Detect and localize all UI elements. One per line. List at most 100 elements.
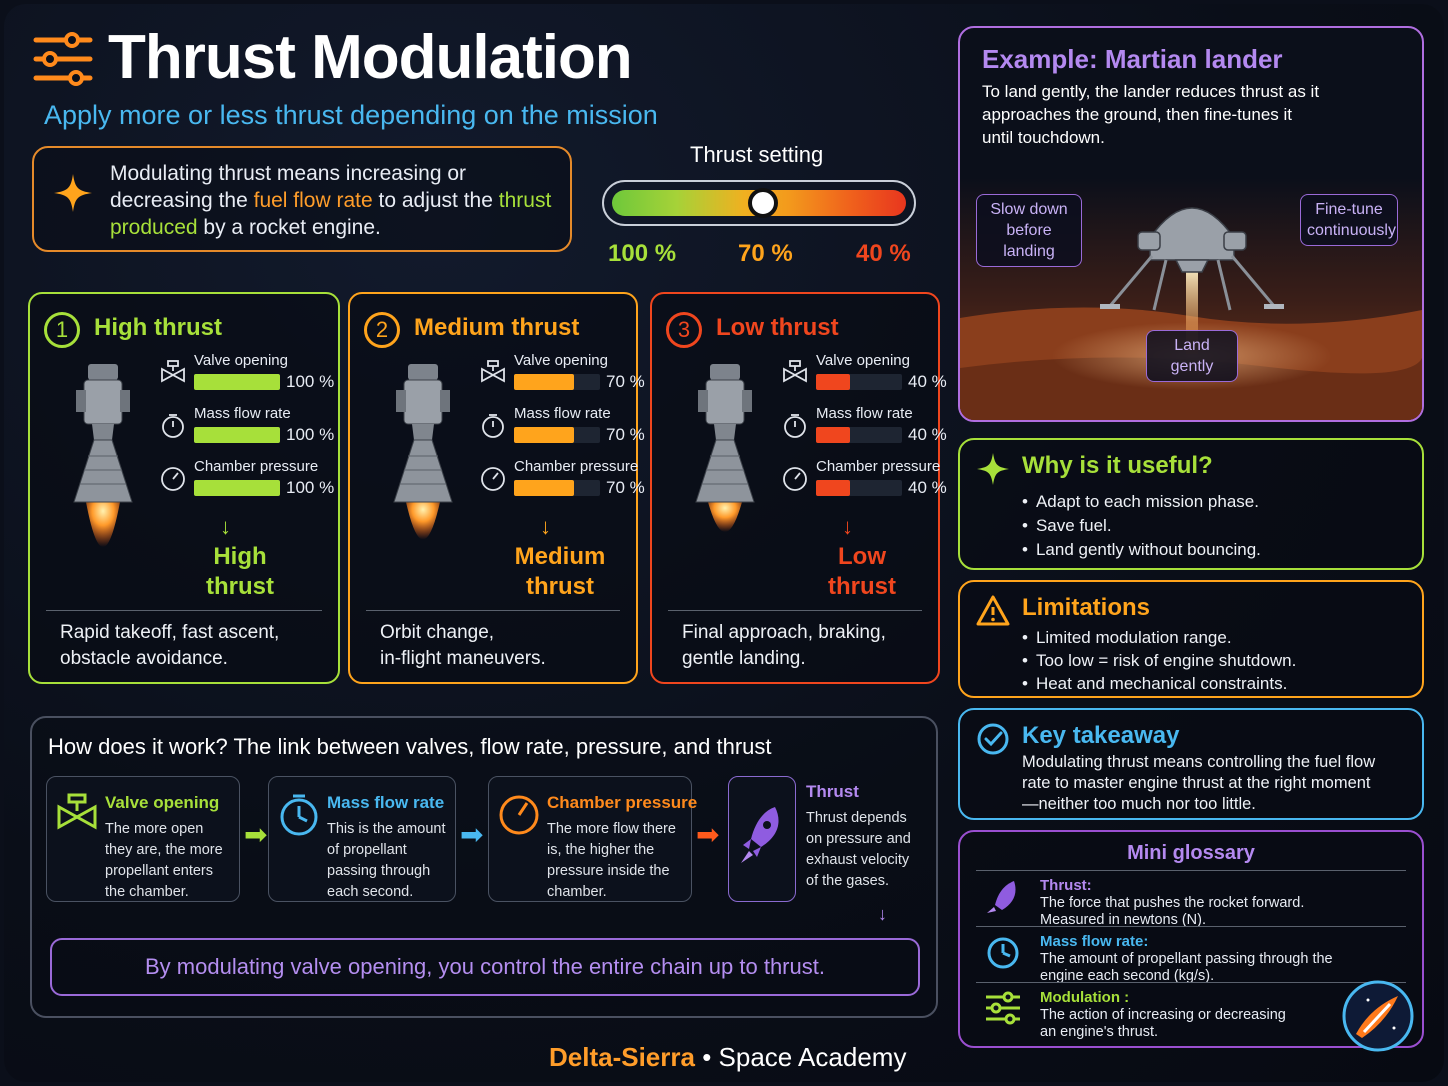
list-item: Land gently without bouncing. [1022,538,1261,562]
glossary-item-thrust: Thrust: The force that pushes the rocket… [976,870,1406,928]
thrust-setting-slider[interactable] [602,180,916,226]
metric-bar-fill [816,427,850,443]
arrow-down-icon: ↓ [540,514,551,539]
tag-slow-down: Slow down before landing [976,194,1082,267]
infographic: Thrust Modulation Apply more or less thr… [4,4,1444,1082]
card-title: Medium thrust [414,314,580,341]
metric-value: 70 % [606,478,645,497]
glossary-panel: Mini glossary Thrust: The force that pus… [958,830,1424,1052]
metric-bar-fill [816,480,850,496]
card-title: High thrust [94,314,222,341]
metric-bar [816,480,902,496]
step-valve-title: Valve opening [105,793,220,812]
timer-icon [482,414,504,438]
arrow-right-icon: ➡ [460,819,484,850]
why-panel: Why is it useful? Adapt to each mission … [958,438,1424,570]
tick-40: 40 % [856,240,911,267]
step-thrust-title: Thrust [806,782,859,801]
card-title: Low thrust [716,314,839,341]
tag-fine-tune: Fine-tune continuously [1300,194,1398,246]
how-it-works-panel: How does it work? The link between valve… [30,716,938,1018]
metric-label: Mass flow rate [514,405,611,422]
list-item: Save fuel. [1022,514,1261,538]
divider [366,610,620,611]
tag-land-gently: Land gently [1146,330,1238,382]
list-item: Limited modulation range. [1022,626,1296,649]
metric-value: 100 % [286,425,335,444]
metric-bar-fill [514,480,574,496]
slider-knob[interactable] [748,188,778,218]
metric-bar-fill [816,374,850,390]
list-item: Adapt to each mission phase. [1022,490,1261,514]
how-title: How does it work? The link between valve… [48,734,772,759]
metric-label: Valve opening [816,352,910,369]
gauge-icon [161,467,185,491]
glossary-term: Thrust: [1040,877,1092,894]
step-pressure-title: Chamber pressure [547,793,698,812]
metric-value: 40 % [908,372,947,391]
example-title: Example: Martian lander [982,44,1283,74]
sparkle-icon [977,453,1009,485]
card-number: 1 [44,312,80,348]
metric-bar [514,374,600,390]
step-thrust-icon-box [728,776,796,902]
glossary-item-flow: Mass flow rate: The amount of propellant… [976,926,1406,984]
step-valve: Valve opening The more open they are, th… [46,776,240,902]
metric-label: Chamber pressure [514,458,639,475]
academy-logo-icon [1342,980,1414,1052]
card-desc: Rapid takeoff, fast ascent,obstacle avoi… [60,622,280,669]
gauge-icon [783,467,807,491]
arrow-down-icon: ↓ [878,904,887,924]
example-panel: Example: Martian lander To land gently, … [958,26,1424,422]
sliders-icon [33,32,93,86]
arrow-down-icon: ↓ [842,514,853,539]
metric-label: Chamber pressure [816,458,941,475]
page-subtitle: Apply more or less thrust depending on t… [44,100,658,130]
card-desc: Final approach, braking,gentle landing. [682,622,886,669]
metric-bar [816,427,902,443]
divider [46,610,322,611]
valve-icon [57,793,97,830]
step-thrust-desc: Thrust depends on pressure and exhaust v… [806,810,911,889]
step-pressure-desc: The more flow there is, the higher the p… [547,821,676,900]
glossary-def: The force that pushes the rocket forward… [1040,895,1305,928]
valve-icon [481,360,505,383]
sliders-icon [986,991,1020,1025]
intro-text: Modulating thrust means increasing or de… [110,162,552,239]
tick-70: 70 % [738,240,793,267]
rocket-icon [741,807,779,863]
metric-value: 70 % [606,425,645,444]
metric-label: Valve opening [514,352,608,369]
metric-bar-fill [194,427,280,443]
card-desc: Orbit change,in-flight maneuvers. [380,622,546,669]
clock-icon [280,794,318,836]
metric-value: 100 % [286,372,335,391]
warning-icon [976,595,1010,626]
metric-bar-fill [514,374,574,390]
clock-icon [987,937,1019,969]
rocket-icon [987,881,1016,913]
step-flow-desc: This is the amount of propellant passing… [327,821,446,900]
metric-value: 40 % [908,425,947,444]
takeaway-title: Key takeaway [1022,722,1180,749]
glossary-term: Mass flow rate: [1040,933,1149,950]
rocket-engine-icon [73,364,133,547]
thrust-card-1: 1 High thrust Valve opening 100 % [28,292,340,684]
metric-bar-fill [194,480,280,496]
sparkle-icon [54,174,92,212]
metric-label: Valve opening [194,352,288,369]
metric-bar [816,374,902,390]
card-number: 3 [666,312,702,348]
check-circle-icon [977,723,1009,755]
thrust-setting-label: Thrust setting [690,142,824,167]
why-title: Why is it useful? [1022,452,1213,479]
rocket-engine-icon [695,364,755,532]
arrow-right-icon: ➡ [696,819,720,850]
limitations-title: Limitations [1022,594,1151,621]
limitations-list: Limited modulation range. Too low = risk… [1022,626,1296,695]
step-pressure: Chamber pressure The more flow there is,… [488,776,697,902]
metric-value: 70 % [606,372,645,391]
